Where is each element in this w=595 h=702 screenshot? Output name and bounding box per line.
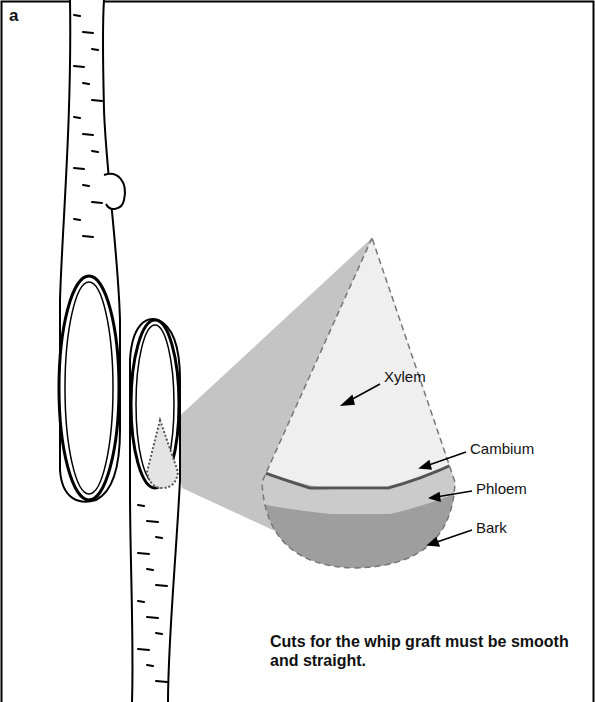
- bark-region: [240, 488, 470, 590]
- bark-mark: [92, 100, 102, 101]
- panel-letter: a: [9, 6, 18, 26]
- bark-mark: [138, 553, 149, 554]
- bark-mark: [156, 681, 167, 682]
- leader-lines: [342, 384, 472, 546]
- section-marker: [147, 420, 178, 488]
- bark-mark: [92, 49, 98, 50]
- bark-mark: [74, 66, 84, 67]
- bark-mark: [83, 134, 93, 135]
- note: Cuts for the whip graft must be smooth a…: [270, 632, 570, 670]
- bark-mark: [74, 117, 80, 118]
- bark-mark: [83, 236, 93, 237]
- section-outline: [262, 238, 455, 568]
- bark-mark: [83, 185, 89, 186]
- part-label: Cambium: [470, 440, 534, 458]
- bark-mark: [147, 569, 153, 570]
- bark-mark: [156, 585, 167, 586]
- bark-mark: [138, 649, 149, 650]
- bark-mark: [138, 601, 144, 602]
- bark-mark: [83, 32, 93, 33]
- phloem-region: [240, 455, 470, 590]
- rootstock-stem: [130, 319, 180, 702]
- bark-mark: [74, 219, 80, 220]
- bark-mark: [156, 537, 162, 538]
- bark-mark: [74, 168, 84, 169]
- bark-mark: [147, 665, 153, 666]
- bark-mark: [74, 15, 80, 16]
- part-label: Xylem: [384, 368, 426, 386]
- bark-mark: [92, 202, 102, 203]
- bark-mark: [147, 617, 158, 618]
- bark-mark: [138, 505, 144, 506]
- part-label: Bark: [476, 519, 507, 537]
- stem-section: [240, 230, 470, 590]
- bark-mark: [92, 151, 98, 152]
- bark-mark: [156, 633, 162, 634]
- bark-texture: [74, 15, 167, 682]
- bark-mark: [147, 521, 158, 522]
- bark-mark: [83, 83, 89, 84]
- scion-stem: [59, 0, 125, 502]
- part-label: Phloem: [476, 480, 527, 498]
